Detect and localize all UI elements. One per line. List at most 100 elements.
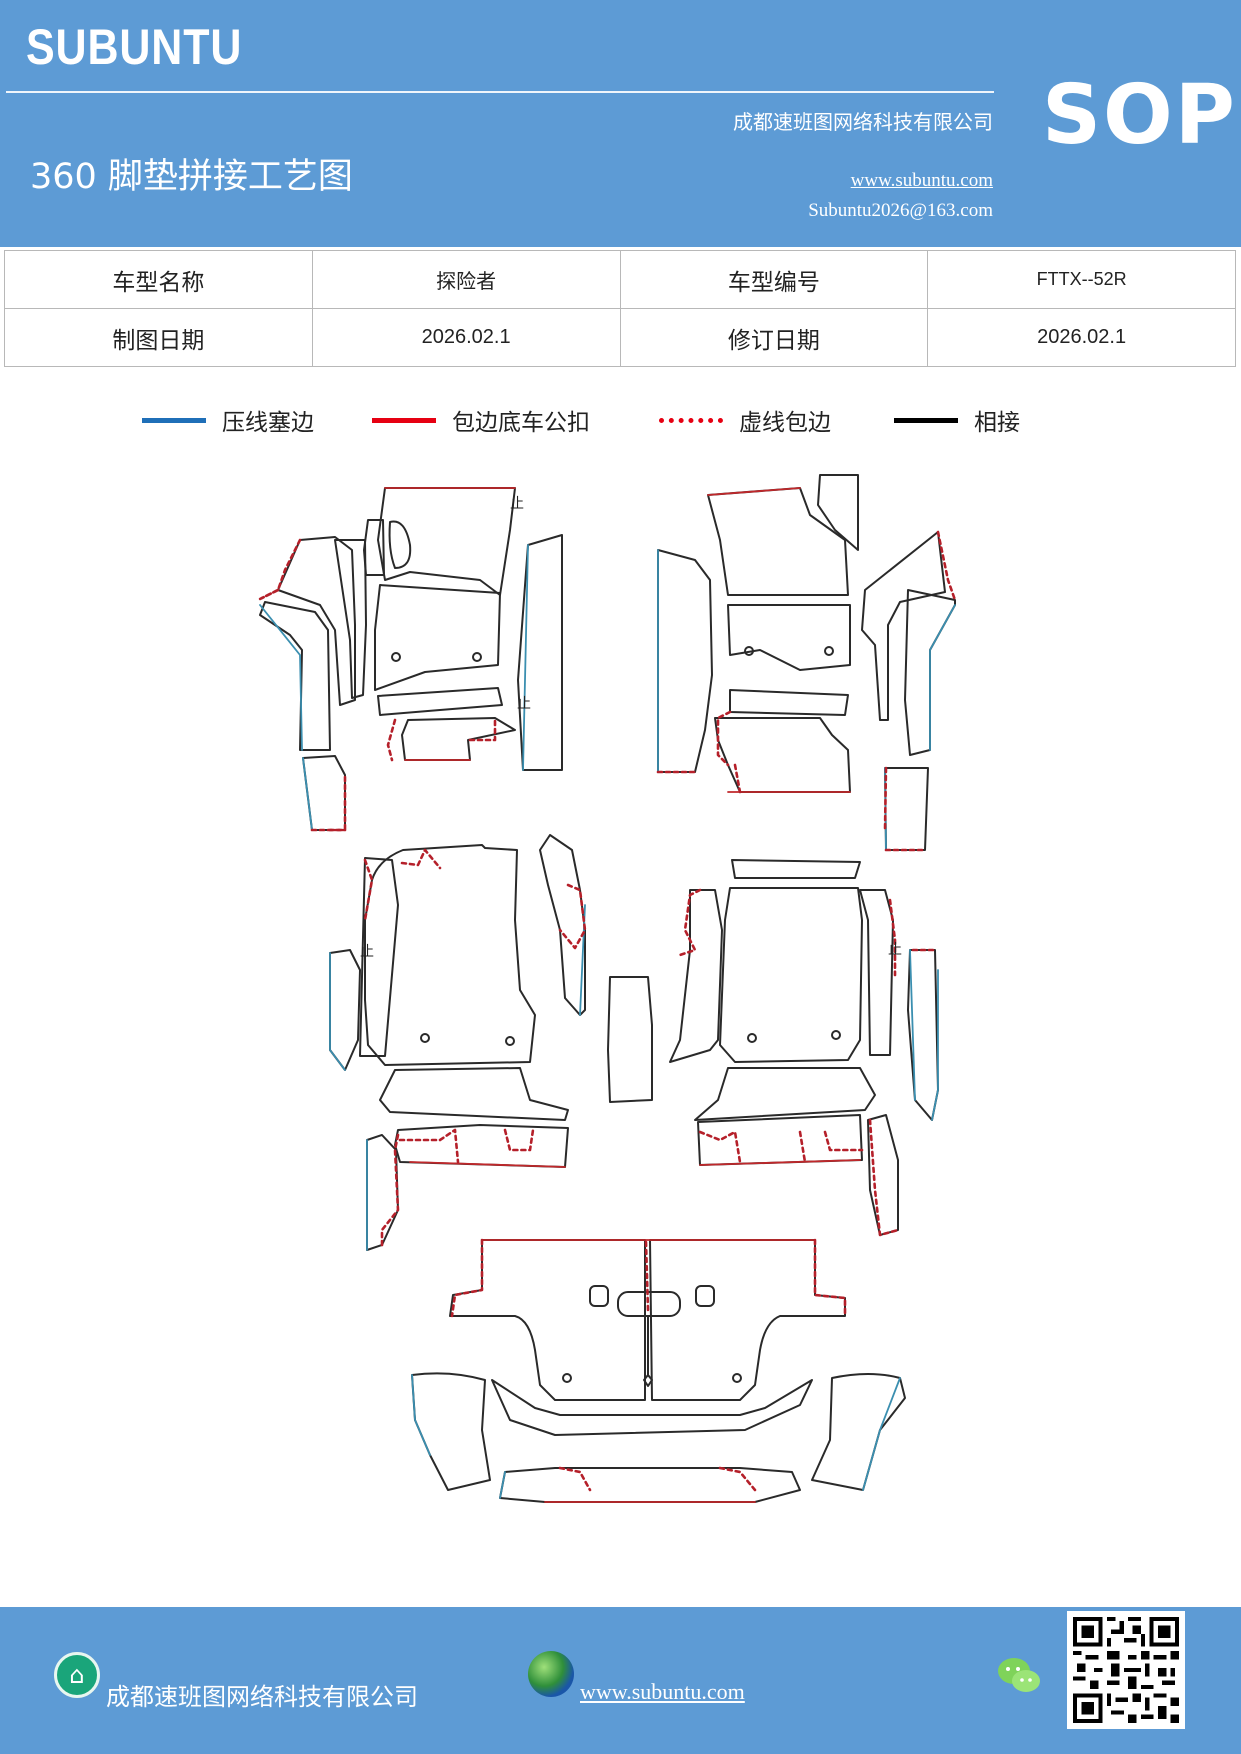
legend-item-joint: 相接	[894, 400, 1020, 440]
mat-piece	[302, 755, 346, 831]
revise-date-value: 2026.02.1	[927, 308, 1236, 367]
mat-piece	[884, 767, 929, 851]
mat-piece	[377, 687, 503, 716]
mat-piece	[657, 549, 713, 773]
cargo-hook-slot	[695, 1285, 715, 1307]
mat-piece	[817, 474, 859, 551]
mat-piece	[727, 604, 851, 671]
legend-item-dotted-edge: 虚线包边	[659, 400, 831, 440]
mount-hole	[824, 646, 834, 656]
mat-piece	[334, 539, 367, 699]
mat-piece	[867, 1114, 899, 1236]
mat-piece	[329, 949, 361, 1071]
model-name-value: 探险者	[311, 250, 621, 309]
header-company: 成都速班图网络科技有限公司	[733, 110, 993, 134]
buckle-edges	[384, 487, 861, 1503]
mat-piece	[401, 717, 516, 761]
dotted-edges	[256, 530, 957, 1492]
page-footer: ⌂ 成都速班图网络科技有限公司 www.subuntu.com	[0, 1607, 1241, 1754]
stop-mark: 止	[510, 496, 524, 512]
stop-mark: 止	[888, 942, 902, 958]
stop-mark: 止	[517, 696, 531, 712]
mount-hole	[472, 652, 482, 662]
rear-right-mat-group	[669, 859, 939, 1236]
split-line	[643, 1315, 653, 1387]
legend-item-press-line: 压线塞边	[142, 400, 314, 440]
legend-label: 压线塞边	[222, 410, 314, 436]
mount-hole	[747, 1033, 757, 1043]
mat-piece	[388, 520, 412, 569]
model-info-table: 车型名称 探险者 车型编号 FTTX--52R 制图日期 2026.02.1 修…	[4, 250, 1236, 367]
mat-piece	[811, 1373, 906, 1491]
mat-piece	[731, 859, 861, 879]
mount-hole	[831, 1030, 841, 1040]
mat-piece	[364, 844, 536, 1066]
building-icon: ⌂	[54, 1652, 100, 1698]
mat-piece	[377, 487, 516, 596]
table-row: 制图日期 2026.02.1 修订日期 2026.02.1	[4, 308, 1236, 367]
mat-piece	[499, 1467, 801, 1503]
front-right-mat-group	[657, 474, 956, 851]
draw-date-value: 2026.02.1	[311, 308, 621, 367]
mat-piece	[719, 887, 863, 1063]
table-row: 车型名称 探险者 车型编号 FTTX--52R	[4, 250, 1236, 309]
wechat-icon[interactable]	[996, 1655, 1042, 1697]
model-name-label: 车型名称	[4, 250, 313, 309]
legend-label: 相接	[974, 410, 1020, 436]
mat-piece	[359, 857, 399, 1057]
draw-date-label: 制图日期	[4, 308, 313, 367]
legend-swatch-red-dotted	[659, 417, 723, 423]
mat-piece	[411, 1372, 491, 1491]
footer-company: 成都速班图网络科技有限公司	[106, 1683, 418, 1711]
cargo-hook-slot	[589, 1285, 609, 1307]
mat-piece	[859, 889, 894, 1056]
mount-hole	[732, 1373, 742, 1383]
mat-piece	[480, 845, 548, 990]
mount-hole	[505, 1036, 515, 1046]
mat-piece	[363, 519, 385, 576]
legend-label: 虚线包边	[739, 410, 831, 436]
cargo-handle-slot	[617, 1291, 681, 1317]
header-email[interactable]: Subuntu2026@163.com	[808, 200, 993, 221]
press-line-edges	[259, 544, 956, 1499]
model-code-label: 车型编号	[619, 250, 929, 309]
stop-mark: 止	[360, 944, 374, 960]
header-website-link[interactable]: www.subuntu.com	[850, 170, 993, 191]
mat-piece	[607, 976, 653, 1103]
floor-mat-drawing: 止 止 止 止	[0, 450, 1241, 1530]
legend-label: 包边底车公扣	[452, 410, 590, 436]
mat-piece	[449, 1239, 646, 1401]
mat-piece	[259, 601, 331, 751]
mat-piece	[394, 1124, 569, 1168]
model-code-value: FTTX--52R	[927, 250, 1236, 309]
legend-swatch-blue	[142, 417, 206, 423]
mat-piece	[697, 1114, 863, 1166]
qr-code-icon	[1067, 1611, 1185, 1729]
mat-piece	[374, 584, 501, 691]
mount-hole	[391, 652, 401, 662]
mat-piece	[669, 889, 723, 1063]
mat-piece	[539, 834, 586, 1016]
globe-icon	[528, 1651, 574, 1697]
mat-piece	[277, 536, 356, 706]
front-left-mat-group	[259, 487, 563, 831]
footer-website-link[interactable]: www.subuntu.com	[580, 1679, 745, 1704]
mat-piece	[694, 1067, 876, 1121]
mat-piece	[491, 1379, 813, 1436]
mount-hole	[562, 1373, 572, 1383]
rear-left-mat-group	[329, 834, 653, 1251]
mat-piece	[714, 717, 851, 793]
trunk-mat-group	[411, 1239, 906, 1503]
mat-piece	[379, 1067, 569, 1121]
legend-swatch-black	[894, 417, 958, 423]
legend-swatch-red	[372, 417, 436, 423]
line-legend: 压线塞边 包边底车公扣 虚线包边 相接	[0, 400, 1241, 440]
document-title: 360 脚垫拼接工艺图	[30, 157, 353, 197]
brand-logo: SUBUNTU	[26, 19, 243, 75]
page-header: SUBUNTU 360 脚垫拼接工艺图 成都速班图网络科技有限公司 www.su…	[0, 0, 1241, 247]
mat-piece	[517, 534, 563, 771]
mat-piece	[729, 689, 849, 716]
mat-piece	[861, 531, 946, 721]
header-divider	[6, 91, 994, 93]
mat-piece	[707, 487, 849, 596]
